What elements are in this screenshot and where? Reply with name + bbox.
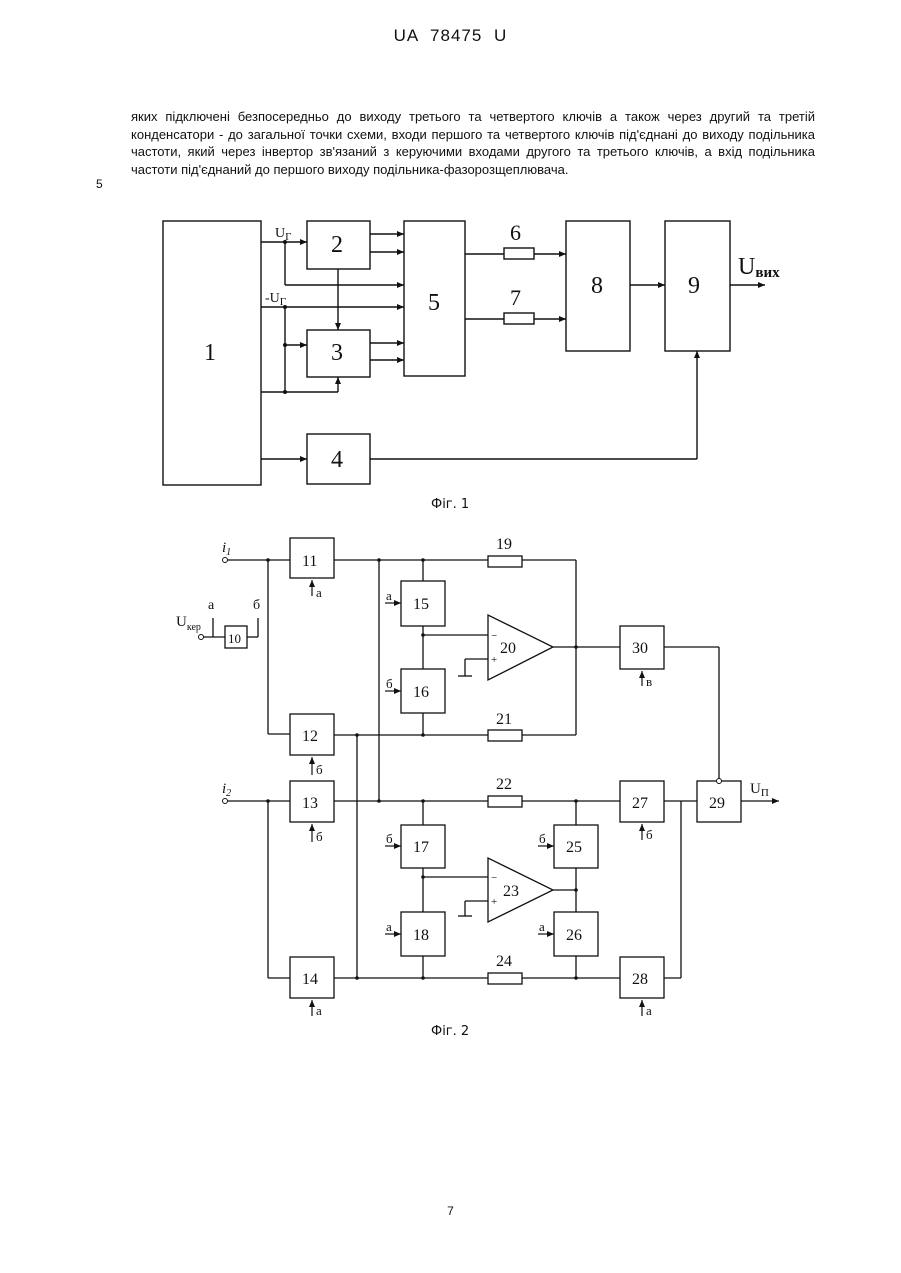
ctrl13-b: б [316,829,323,844]
output-up-label: UП [750,781,769,799]
fig2-label-14: 14 [302,971,318,988]
figure-2-caption: Фіг. 2 [431,1024,469,1039]
fig2-label-12: 12 [302,728,318,745]
fig1-label-5: 5 [428,290,440,316]
fig2-opamp-20 [488,615,553,680]
fig2-label-24: 24 [496,953,512,970]
fig1-label-4: 4 [331,447,343,473]
fig2-label-28: 28 [632,971,648,988]
fig2-label-15: 15 [413,596,429,613]
fig1-label-6: 6 [510,220,521,245]
fig2-label-20: 20 [500,640,516,657]
ctrl28-a: а [646,1003,652,1018]
fig2-label-10: 10 [228,631,241,646]
figure-1-caption: Фіг. 1 [431,497,469,512]
ctrl10-a: а [208,598,215,613]
fig2-block-19 [488,556,522,567]
fig2-label-27: 27 [632,795,648,812]
fig1-label-2: 2 [331,232,343,258]
ctrl10-b: б [253,598,260,613]
fig2-label-16: 16 [413,684,429,701]
opamp23-plus: + [491,896,497,908]
fig2-label-25: 25 [566,839,582,856]
figure-1-diagram [163,221,765,485]
fig2-label-21: 21 [496,711,512,728]
fig1-label-uout: Uвих [738,254,780,281]
ctrl15-a: а [386,588,392,603]
fig2-label-22: 22 [496,776,512,793]
fig1-label-ug: UГ [275,226,291,243]
fig1-label-neg-ug: -UГ [265,291,286,308]
ctrl11-a: а [316,585,322,600]
input-i2-label: i2 [222,781,231,799]
fig1-block-6 [504,248,534,259]
fig2-label-30: 30 [632,640,648,657]
ukep-label: Uкер [176,614,201,633]
ctrl18-a: а [386,919,392,934]
ctrl30-v: в [646,674,652,689]
fig1-label-1: 1 [204,340,216,366]
fig1-label-7: 7 [510,285,521,310]
fig2-label-13: 13 [302,795,318,812]
input-i1-label: i1 [222,540,231,558]
ctrl14-a: а [316,1003,322,1018]
opamp23-minus: − [491,872,497,884]
fig2-label-18: 18 [413,927,429,944]
ctrl12-b: б [316,762,323,777]
fig2-label-23: 23 [503,883,519,900]
fig2-label-11: 11 [302,553,317,570]
fig2-label-17: 17 [413,839,429,856]
fig1-label-8: 8 [591,273,603,299]
fig2-label-29: 29 [709,795,725,812]
ctrl26-a: а [539,919,545,934]
fig2-label-19: 19 [496,536,512,553]
page-number: 7 [0,1204,901,1218]
fig1-block-7 [504,313,534,324]
ctrl17-b: б [386,831,393,846]
ctrl27-b: б [646,827,653,842]
fig2-block-22 [488,796,522,807]
fig1-label-3: 3 [331,340,343,366]
fig2-label-26: 26 [566,927,582,944]
ctrl16-b: б [386,676,393,691]
fig2-block-21 [488,730,522,741]
opamp20-minus: − [491,630,497,642]
opamp20-plus: + [491,654,497,666]
figure-2-diagram [203,538,770,998]
ctrl25-b: б [539,831,546,846]
fig1-label-9: 9 [688,273,700,299]
fig2-block-24 [488,973,522,984]
fig2-opamp-23 [488,858,553,922]
